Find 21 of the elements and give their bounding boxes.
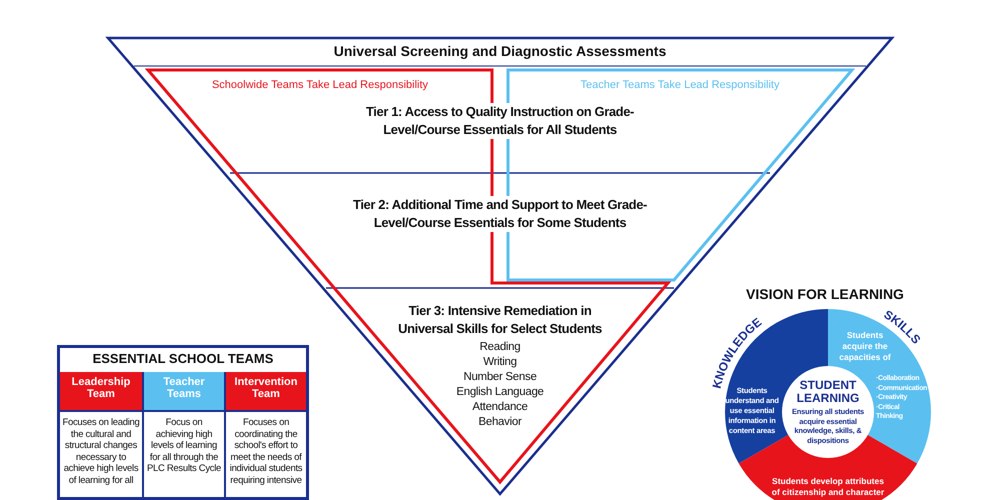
- table-cell: Focuses on leading the cultural and structural changes necessary to achieve high levels of learning for all: [60, 410, 142, 497]
- region-label: Schoolwide Teams Take Lead Responsibility: [210, 79, 430, 91]
- list-item: Writing: [482, 355, 518, 370]
- list-item: Behavior: [478, 415, 523, 430]
- region-label: Teacher Teams Take Lead Responsibility: [580, 79, 780, 91]
- table-cell: Focus on achieving high levels of learning for all through the PLC Results Cycle: [142, 410, 224, 497]
- table-title: ESSENTIAL SCHOOL TEAMS: [92, 351, 274, 366]
- pyramid-heading: Universal Screening and Diagnostic Assessments: [332, 43, 668, 59]
- column-header: Leadership Team: [60, 372, 142, 410]
- table-cell: Focuses on coordinating the school's effort to meet the needs of individual students requiring intensive: [224, 410, 306, 497]
- center-title: STUDENT LEARNING: [796, 379, 860, 405]
- segment-text: Students develop attributes of citizenship and character: [770, 476, 886, 498]
- segment-text: Students acquire the capacities of: [838, 330, 891, 363]
- column-header: Teacher Teams: [142, 372, 224, 410]
- table-frame: [57, 345, 309, 500]
- column-header: Intervention Team: [224, 372, 306, 410]
- list-item: Number Sense: [462, 370, 538, 385]
- list-item: Reading: [478, 340, 522, 355]
- chart-title: VISION FOR LEARNING: [745, 286, 905, 302]
- list-item: English Language: [455, 385, 545, 400]
- list-item: Attendance: [471, 400, 529, 415]
